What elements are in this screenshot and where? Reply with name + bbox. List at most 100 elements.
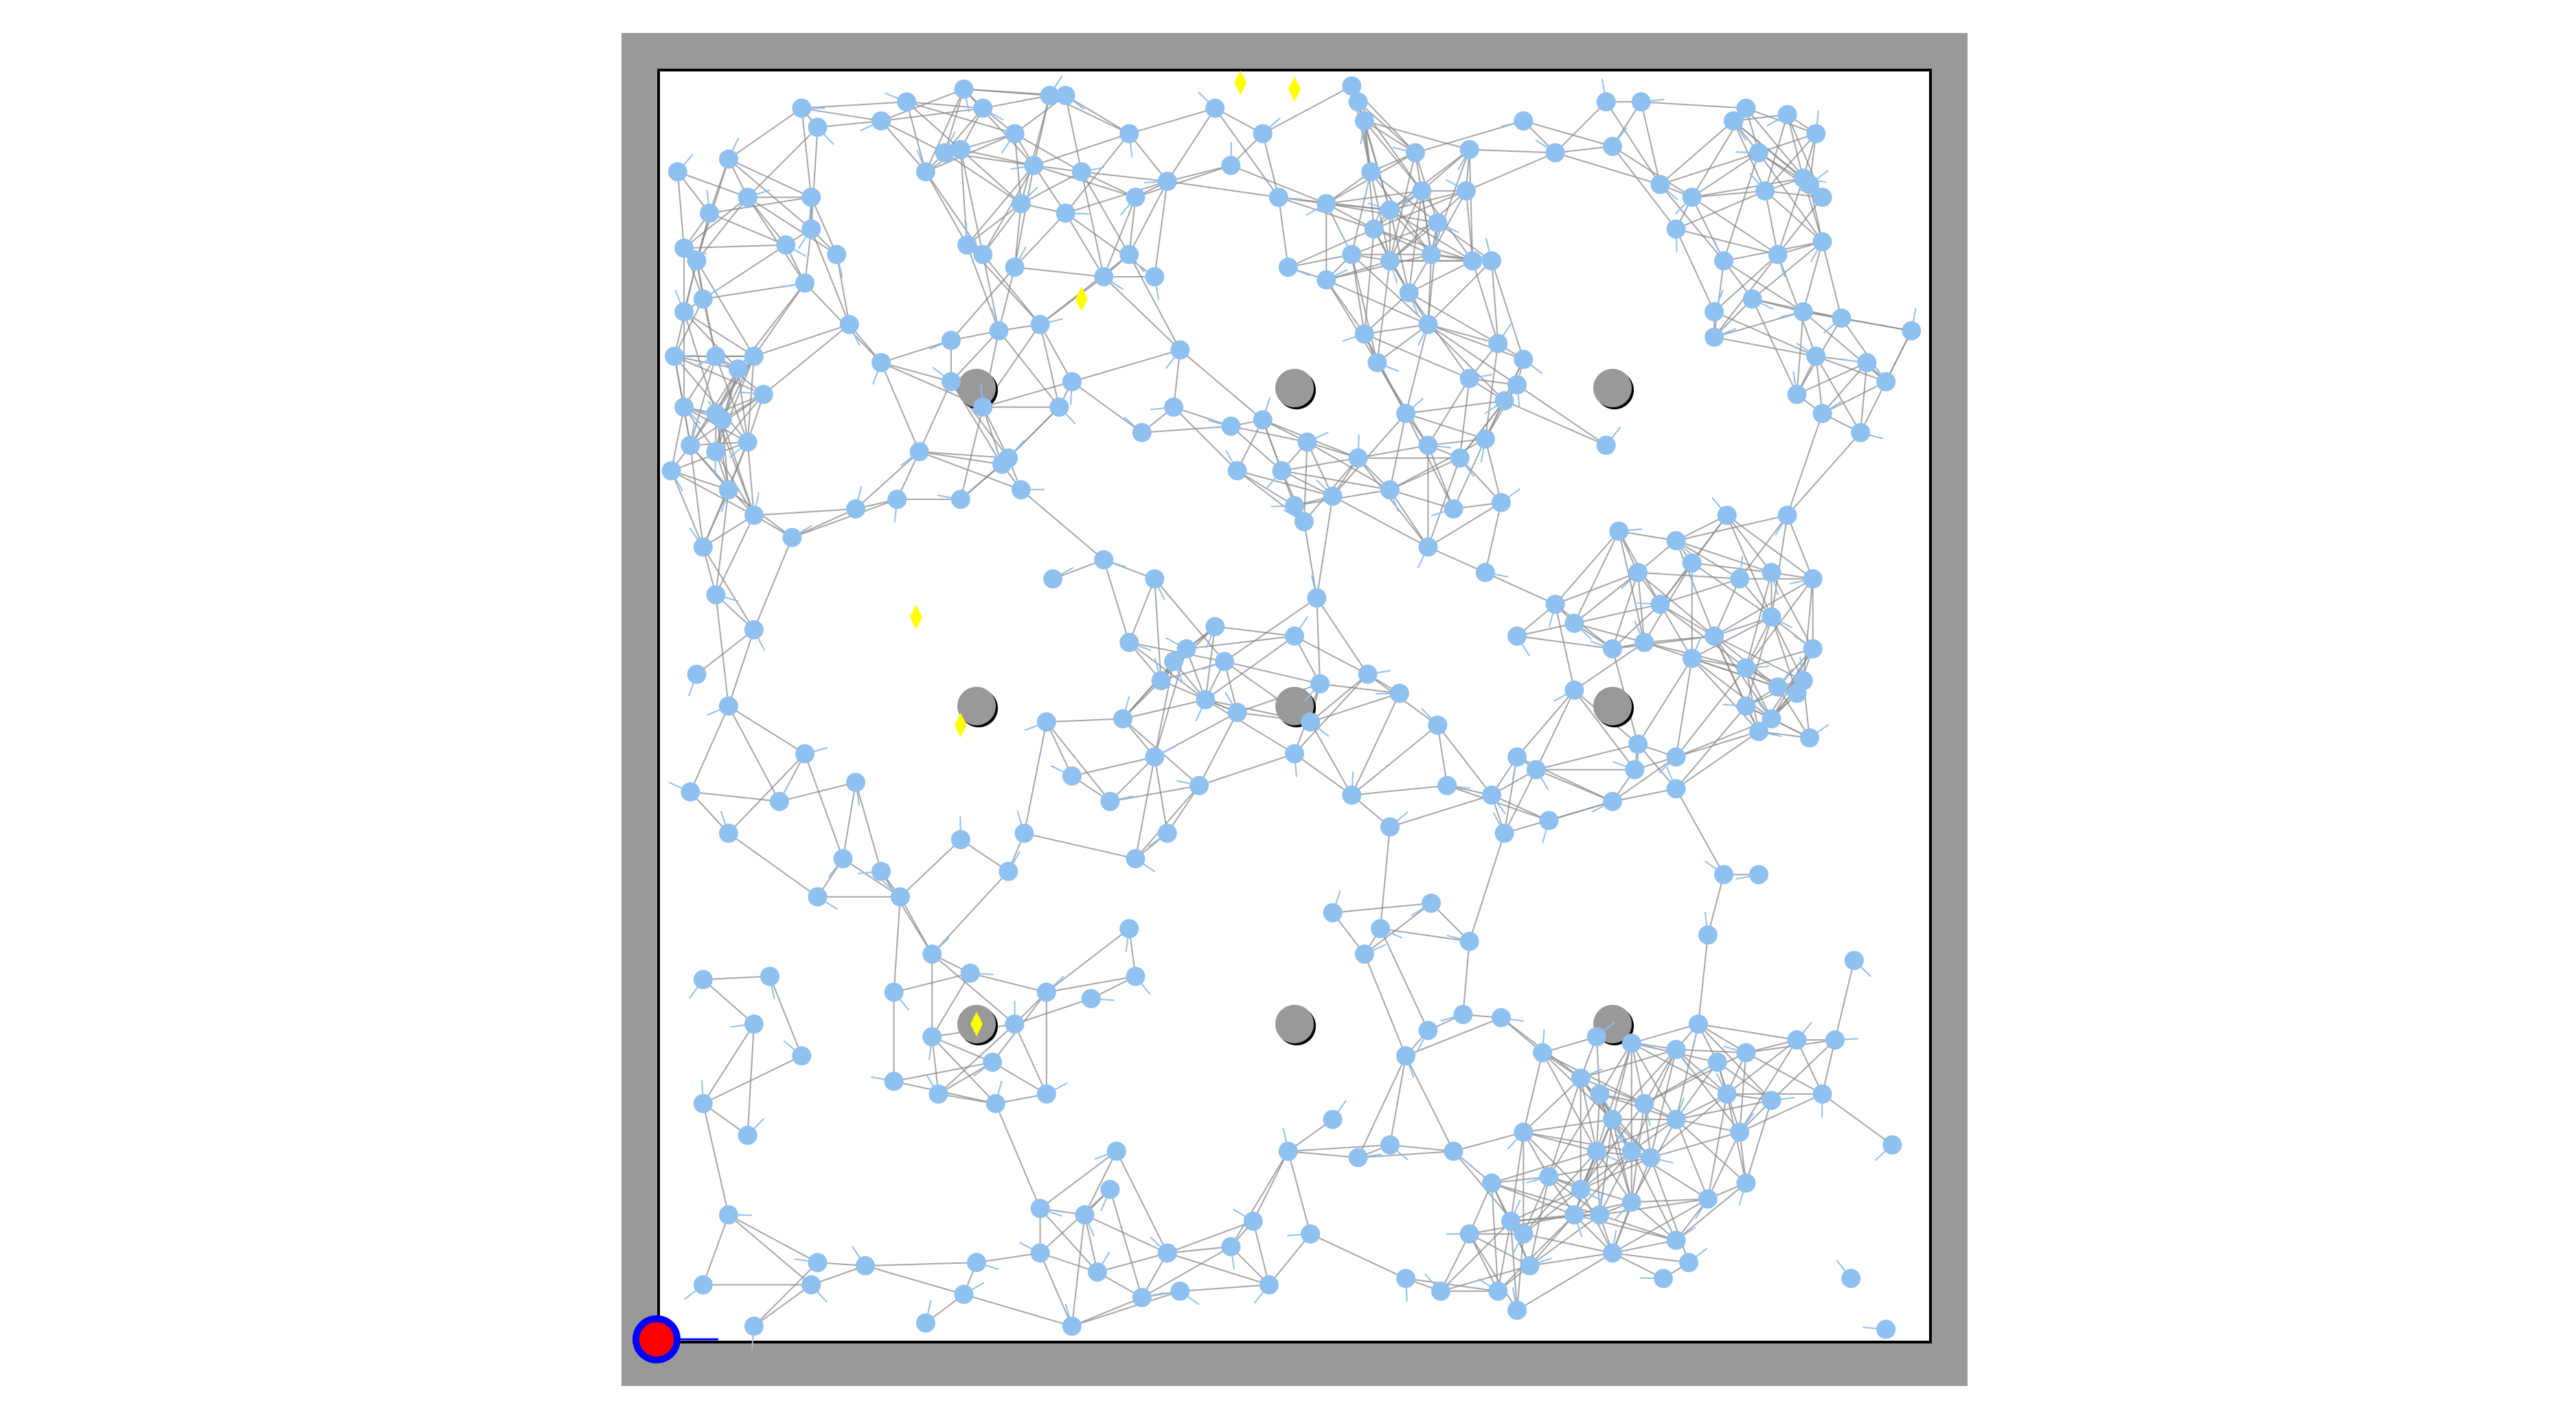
roadmap-node	[1405, 143, 1425, 163]
roadmap-edge	[1726, 514, 1814, 580]
roadmap-node	[1689, 1014, 1709, 1034]
roadmap-edge	[1675, 1061, 1718, 1120]
roadmap-edge	[1745, 572, 1773, 668]
roadmap-node	[792, 98, 812, 118]
roadmap-node	[1428, 213, 1448, 233]
roadmap-edge	[1351, 253, 1429, 326]
roadmap-edge	[1405, 413, 1455, 510]
roadmap-node	[1459, 1224, 1479, 1244]
roadmap-edge	[1503, 769, 1537, 834]
roadmap-node	[1157, 824, 1177, 843]
roadmap-node	[973, 245, 993, 264]
roadmap-node	[1475, 563, 1495, 582]
roadmap-node	[1793, 302, 1813, 321]
roadmap-node	[1564, 613, 1584, 633]
roadmap-edge	[728, 753, 806, 834]
roadmap-edge	[1630, 1043, 1645, 1104]
roadmap-node	[1768, 677, 1788, 697]
roadmap-edge	[1580, 1077, 1645, 1104]
roadmap-edge	[1167, 181, 1279, 198]
roadmap-edge	[925, 171, 968, 246]
roadmap-edge	[1510, 1188, 1582, 1222]
roadmap-edge	[1468, 1234, 1518, 1311]
roadmap-edge	[1198, 712, 1238, 786]
roadmap-node	[1736, 1173, 1756, 1193]
roadmap-edge	[855, 782, 882, 872]
roadmap-edge	[998, 330, 1060, 408]
roadmap-node	[1358, 664, 1378, 684]
roadmap-edge	[801, 108, 812, 198]
roadmap-edge	[1358, 1150, 1454, 1159]
roadmap-node	[985, 1093, 1005, 1113]
roadmap-node	[1418, 537, 1438, 557]
roadmap-node	[1342, 76, 1362, 96]
roadmap-node	[1736, 98, 1756, 118]
roadmap-edge	[960, 148, 1034, 166]
roadmap-node	[744, 506, 764, 525]
roadmap-edge	[1115, 1150, 1168, 1253]
roadmap-edge	[1659, 120, 1734, 185]
roadmap-edge	[1364, 333, 1470, 380]
roadmap-node	[1145, 569, 1165, 589]
roadmap-node	[1164, 652, 1184, 672]
roadmap-node	[1170, 1281, 1190, 1301]
roadmap-edge	[1427, 378, 1470, 446]
roadmap-node	[1005, 258, 1025, 277]
roadmap-node	[808, 1253, 828, 1273]
roadmap-edge	[1612, 756, 1677, 802]
roadmap-node	[738, 188, 757, 207]
roadmap-edge	[1262, 133, 1279, 198]
obstacle-pillar	[1593, 369, 1632, 407]
roadmap-edge	[763, 323, 850, 396]
roadmap-node	[1876, 1319, 1896, 1339]
roadmap-edge	[683, 356, 717, 408]
roadmap-edge	[1659, 604, 1693, 659]
roadmap-node	[1036, 982, 1056, 1002]
roadmap-edge	[737, 369, 749, 442]
roadmap-node	[1603, 1109, 1622, 1129]
roadmap-edge	[728, 832, 819, 898]
roadmap-node	[884, 982, 904, 1002]
roadmap-node	[1748, 865, 1768, 885]
roadmap-edge	[1351, 725, 1438, 796]
roadmap-edge	[1129, 641, 1225, 663]
roadmap-node	[1902, 321, 1922, 341]
goal-marker	[910, 604, 923, 630]
roadmap-edge	[1497, 1214, 1575, 1292]
roadmap-node	[693, 289, 713, 309]
roadmap-node	[1294, 512, 1314, 532]
roadmap-edge	[880, 339, 952, 363]
roadmap-node	[1628, 563, 1648, 582]
roadmap-edge	[1580, 1157, 1651, 1190]
roadmap-edge	[1173, 406, 1231, 427]
roadmap-edge	[1231, 164, 1327, 205]
roadmap-edge	[1389, 489, 1454, 510]
roadmap-node	[718, 149, 738, 169]
roadmap-edge	[1676, 731, 1759, 758]
roadmap-edge	[1751, 298, 1798, 395]
roadmap-node	[1348, 1148, 1368, 1168]
agent-layer	[632, 1315, 718, 1363]
roadmap-edge	[1650, 1093, 1728, 1159]
roadmap-edge	[1713, 310, 1804, 338]
roadmap-node	[687, 251, 707, 271]
roadmap-node	[1666, 1040, 1686, 1060]
roadmap-edge	[1141, 1246, 1231, 1299]
roadmap-edge	[1796, 311, 1804, 395]
roadmap-edge	[865, 1262, 977, 1267]
roadmap-edge	[880, 361, 952, 383]
roadmap-edge	[703, 979, 755, 1025]
roadmap-edge	[919, 451, 1022, 491]
roadmap-edge	[1713, 336, 1816, 357]
roadmap-node	[1851, 422, 1871, 442]
roadmap-edge	[1097, 1252, 1168, 1273]
roadmap-node	[890, 887, 910, 907]
roadmap-edge	[1071, 1214, 1086, 1326]
roadmap-edge	[1580, 1103, 1645, 1190]
roadmap-edge	[925, 133, 1015, 173]
roadmap-node	[687, 664, 707, 684]
roadmap-node	[744, 1316, 764, 1336]
roadmap-node	[1119, 633, 1139, 652]
roadmap-edge	[1549, 1157, 1651, 1178]
roadmap-node	[795, 744, 814, 764]
